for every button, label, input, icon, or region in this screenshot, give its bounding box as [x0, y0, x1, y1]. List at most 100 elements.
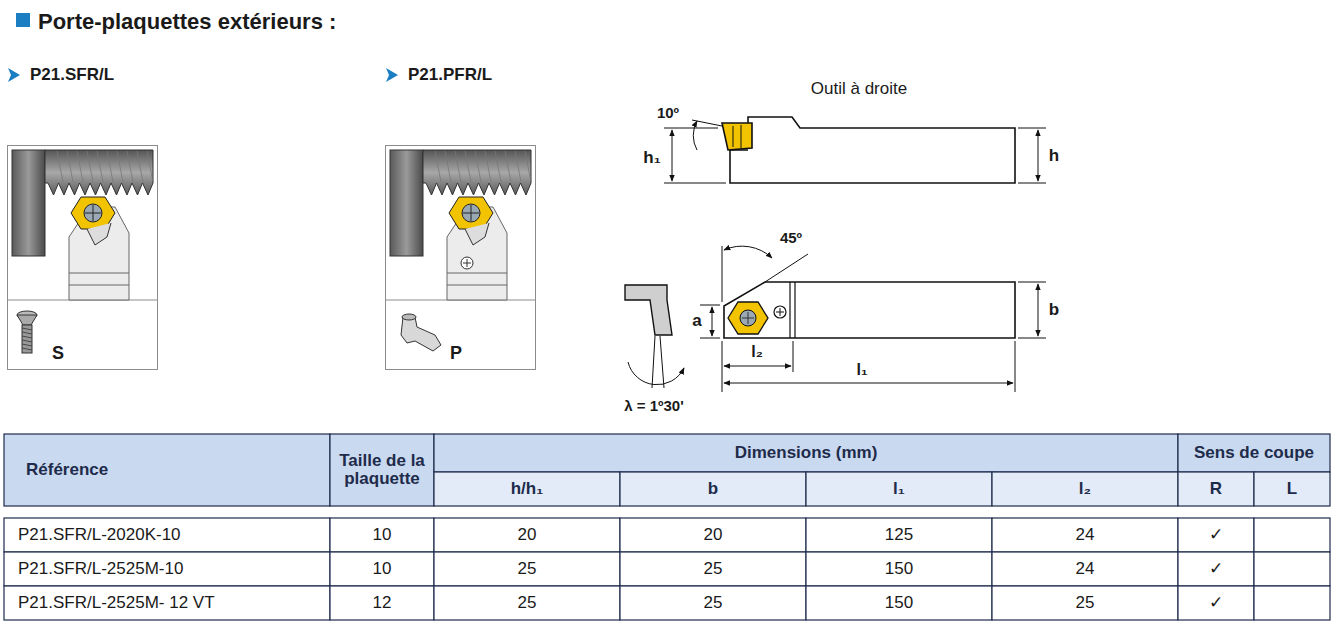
dimension-label: l₁	[856, 361, 867, 379]
drawing-part	[1178, 472, 1254, 506]
top-dimensions	[700, 246, 1046, 392]
drawing-part	[461, 257, 473, 269]
table-header: h/h₁	[434, 472, 620, 506]
view-caption: Outil à droite	[811, 80, 907, 99]
drawing-part	[475, 151, 481, 182]
drawing-part	[774, 306, 786, 318]
table-header: R	[1178, 472, 1254, 506]
drawing-part	[664, 128, 726, 183]
drawing-part	[434, 434, 1178, 472]
table-cell: 20	[620, 518, 806, 552]
drawing-part	[628, 362, 684, 385]
drawing-part	[724, 383, 1013, 384]
drawing-part	[434, 552, 620, 586]
drawing-part	[462, 204, 480, 222]
drawing-part	[434, 472, 620, 506]
table-header: l₂	[992, 472, 1178, 506]
drawing-part	[330, 552, 434, 586]
drawing-part	[445, 151, 451, 182]
drawing-part	[22, 348, 32, 350]
drawing-part	[423, 150, 531, 195]
drawing-part	[69, 273, 129, 285]
drawing-part	[525, 151, 531, 182]
drawing-part	[85, 205, 101, 221]
dimension-label: a	[692, 312, 701, 331]
table-cell: 25	[992, 586, 1178, 620]
dimension-label: 10º	[657, 105, 679, 122]
drawing-part	[1038, 130, 1039, 181]
table-cell: 25	[434, 586, 620, 620]
drawing-part	[22, 328, 32, 330]
drawing-part	[700, 305, 720, 338]
drawing-part	[463, 259, 471, 267]
drawing-part	[127, 151, 133, 182]
drawing-part	[465, 151, 471, 182]
title-square	[16, 13, 30, 27]
drawing-part	[12, 150, 45, 256]
table-cell: ✓	[1178, 552, 1254, 586]
drawing-part	[620, 586, 806, 620]
drawing-part	[672, 130, 673, 181]
table-cell: 20	[434, 518, 620, 552]
drawing-part	[84, 204, 102, 222]
drawing-part	[137, 151, 143, 182]
drawing-part	[806, 552, 992, 586]
table-header: Sens de coupe	[1178, 434, 1330, 472]
table-header: l₁	[806, 472, 992, 506]
drawing-part	[505, 151, 511, 182]
drawing-part	[1038, 284, 1039, 336]
series-heading: P21.SFR/L	[30, 66, 114, 85]
drawing-part	[992, 518, 1178, 552]
drawing-part	[87, 223, 111, 245]
fixing-letter: S	[52, 344, 64, 364]
drawing-part	[733, 125, 741, 148]
drawing-part	[22, 325, 32, 353]
drawing-part	[1254, 552, 1330, 586]
drawing-part	[97, 151, 103, 182]
drawing-part	[4, 518, 330, 552]
dimension-label: b	[1049, 301, 1059, 320]
drawing-part	[434, 586, 620, 620]
drawing-part	[330, 518, 434, 552]
dimension-label: 45º	[780, 230, 802, 247]
holder-panel: P	[385, 145, 536, 370]
table-cell: 12	[330, 586, 434, 620]
drawing-part	[4, 434, 330, 506]
drawing-part	[992, 586, 1178, 620]
drawing-part	[390, 150, 423, 256]
dimension-label: λ = 1º30'	[624, 398, 684, 415]
holder-panel: S	[7, 145, 158, 370]
drawing-part	[22, 332, 32, 334]
table-cell: 25	[620, 552, 806, 586]
drawing-part	[434, 518, 620, 552]
drawing-part	[730, 117, 1015, 183]
drawing-part	[465, 223, 489, 245]
drawing-part	[77, 151, 83, 182]
drawing-part	[1018, 282, 1046, 338]
drawing-part	[620, 518, 806, 552]
drawing-part	[495, 151, 501, 182]
drawing-part	[22, 336, 32, 338]
drawing-part	[463, 205, 479, 221]
drawing-part	[401, 317, 441, 351]
table-cell: 125	[806, 518, 992, 552]
drawing-part	[728, 302, 768, 334]
side-view	[722, 117, 1015, 183]
drawing-part	[693, 121, 697, 150]
drawing-part	[4, 586, 330, 620]
table-grid	[4, 434, 1330, 620]
drawing-part	[4, 552, 330, 586]
drawing-part	[1178, 586, 1254, 620]
drawing-part	[1254, 472, 1330, 506]
drawing-part	[402, 314, 416, 320]
drawing-part	[7, 150, 536, 353]
drawing-part	[790, 282, 795, 338]
drawing-part	[1018, 128, 1046, 183]
drawing-part	[806, 586, 992, 620]
drawing-part	[1178, 518, 1254, 552]
drawing-part	[620, 472, 806, 506]
drawing-part	[330, 586, 434, 620]
holder-picture	[385, 150, 536, 351]
table-header: Référence	[4, 434, 330, 506]
drawing-part	[652, 336, 664, 388]
